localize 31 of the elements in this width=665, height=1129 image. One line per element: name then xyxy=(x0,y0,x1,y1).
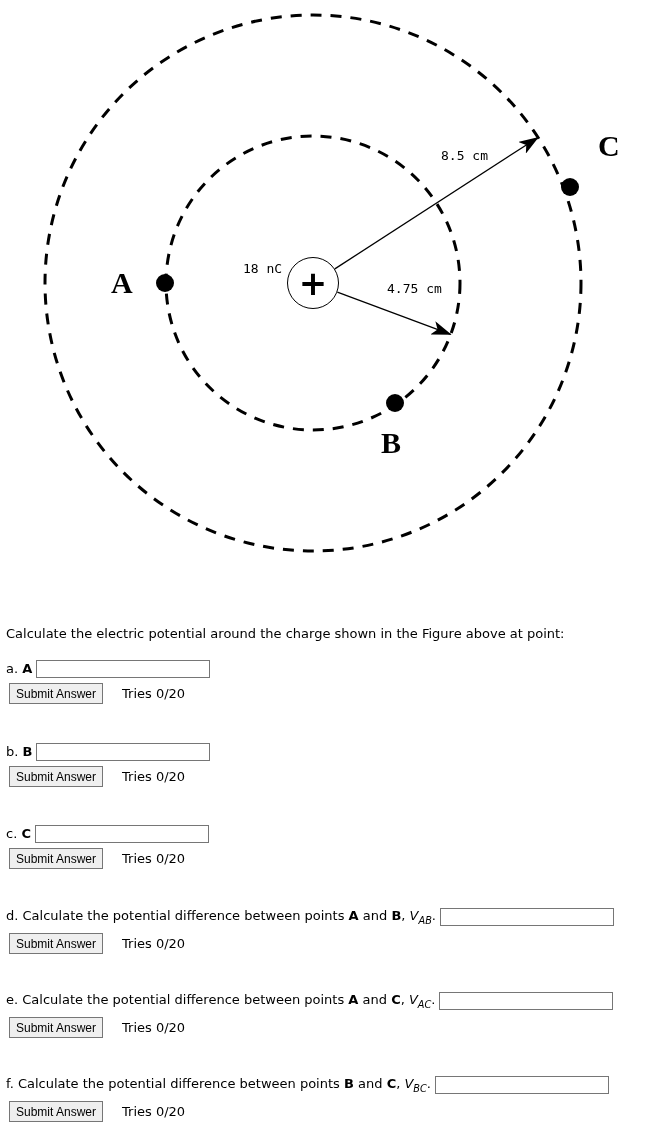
submit-button: Submit Answer xyxy=(9,766,104,787)
point-label: B xyxy=(381,428,401,458)
point-dot xyxy=(561,178,579,196)
edge-label: 4.75 cm xyxy=(386,281,443,296)
tries-counter: Tries 0/20 xyxy=(122,769,186,784)
charge-circle: + xyxy=(287,257,339,309)
submit-button: Submit Answer xyxy=(9,1017,104,1038)
charge-value: 18 nC xyxy=(242,261,284,276)
arrow xyxy=(336,291,452,336)
submit-button: Submit Answer xyxy=(9,848,104,869)
question-text: e. Calculate the potential difference between points A and C, V$_{AC}$. xyxy=(6,991,436,1011)
tries-counter: Tries 0/20 xyxy=(122,1104,186,1119)
question-text: Calculate the electric potential around the charge shown in the Figure above at point: xyxy=(6,626,565,642)
submit-button: Submit Answer xyxy=(9,683,104,704)
item-label: c. C xyxy=(6,826,31,842)
submit-button: Submit Answer xyxy=(9,1101,104,1122)
point-label: C xyxy=(598,131,620,161)
item-label: a. A xyxy=(6,661,33,677)
point-dot xyxy=(156,274,174,292)
submit-button: Submit Answer xyxy=(9,933,104,954)
question-text: d. Calculate the potential difference between points A and B, V$_{AB}$. xyxy=(6,907,436,927)
question-text: f. Calculate the potential difference between points B and C, V$_{BC}$. xyxy=(6,1075,431,1095)
tries-counter: Tries 0/20 xyxy=(122,1020,186,1035)
point-label: A xyxy=(111,268,133,298)
arrow xyxy=(334,136,539,270)
edge-label: 8.5 cm xyxy=(440,148,489,163)
tries-counter: Tries 0/20 xyxy=(122,936,186,951)
tries-counter: Tries 0/20 xyxy=(122,851,186,866)
item-label: b. B xyxy=(6,744,33,760)
point-dot xyxy=(386,394,404,412)
tries-counter: Tries 0/20 xyxy=(122,686,186,701)
